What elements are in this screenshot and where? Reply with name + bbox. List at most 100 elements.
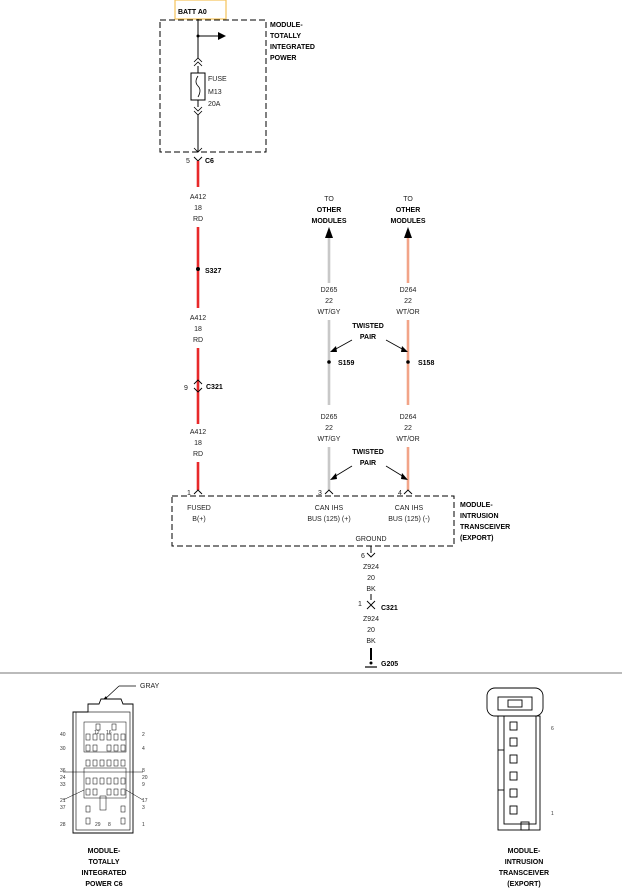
twisted-1-l1: TWISTED [352, 323, 384, 330]
canm-label-1: CAN IHS [395, 505, 424, 512]
to-other-1-l3: MODULES [312, 218, 347, 225]
pin6-connector-icon [366, 552, 376, 558]
transceiver-name-2: INTRUSION [460, 513, 499, 520]
arrow-up-gy-icon [325, 227, 333, 238]
transceiver-name-4: (EXPORT) [460, 535, 493, 542]
a412-2-gauge: 18 [194, 326, 202, 333]
c6-pin-r1: 2 [142, 732, 145, 738]
module-power-name-3: INTEGRATED [270, 44, 315, 51]
c6-connector-icon [193, 156, 203, 162]
splice-s158-label: S158 [418, 360, 434, 367]
splice-s159-label: S159 [338, 360, 354, 367]
z924-1-color: BK [366, 586, 376, 593]
d264-bot-color: WT/OR [396, 436, 419, 443]
c6-pin-r4: 20 [142, 775, 148, 781]
d264-bot-circuit: D264 [400, 414, 417, 421]
arrow-up-or-icon [404, 227, 412, 238]
transceiver-pin3: 3 [318, 490, 322, 497]
to-other-1-l1: TO [324, 196, 334, 203]
connector-transceiver-face [486, 687, 544, 831]
c6-pin-t2: 16 [106, 730, 112, 736]
c6-pin-l3: 36 [60, 768, 66, 774]
module-power-name-4: POWER [270, 55, 296, 62]
splice-s327-dot [196, 267, 200, 271]
branch-arrow-icon [218, 32, 226, 40]
z924-2-circuit: Z924 [363, 616, 379, 623]
c321-top-connector-icon [193, 379, 203, 393]
batt-highlight-box[interactable] [174, 0, 227, 20]
canm-label-2: BUS (125) (-) [388, 516, 430, 523]
connector-c6-caption-3: INTEGRATED [82, 870, 127, 877]
transceiver-name-1: MODULE- [460, 502, 493, 509]
d264-bot-gauge: 22 [404, 425, 412, 432]
canp-label-1: CAN IHS [315, 505, 344, 512]
c6-name: C6 [205, 158, 214, 165]
twisted-2-arrow-right-icon [401, 473, 408, 480]
c6-pin-t1: 12 [94, 730, 100, 736]
z924-2-gauge: 20 [367, 627, 375, 634]
twisted-2-leader-left [333, 465, 353, 478]
c321-bot-connector-icon [366, 600, 376, 610]
module-power-name-2: TOTALLY [270, 33, 301, 40]
fuse-element-icon [195, 75, 201, 98]
c6-pin-r6: 17 [142, 798, 148, 804]
a412-2-circuit: A412 [190, 315, 206, 322]
d265-top-color: WT/GY [318, 309, 341, 316]
connector-transceiver-caption-4: (EXPORT) [507, 881, 540, 888]
twisted-1-leader-right [385, 339, 405, 351]
c6-pin-l4: 24 [60, 775, 66, 781]
d265-bot-circuit: D265 [321, 414, 338, 421]
ground-dot [369, 661, 373, 665]
transceiver-box [171, 495, 455, 547]
to-other-2-l2: OTHER [396, 207, 421, 214]
c6-pin-r8: 1 [142, 822, 145, 828]
twisted-2-leader-right [385, 465, 405, 478]
fuse-rating: 20A [208, 101, 221, 108]
c6-pin-l2: 30 [60, 746, 66, 752]
c6-pin-l6: 21 [60, 798, 66, 804]
c6-pin-b2: 8 [108, 822, 111, 828]
canp-label-2: BUS (125) (+) [307, 516, 350, 523]
c6-pin-l5: 33 [60, 782, 66, 788]
c6-pin-r5: 9 [142, 782, 145, 788]
d265-top-circuit: D265 [321, 287, 338, 294]
to-other-2-l1: TO [403, 196, 413, 203]
connector-transceiver-caption-3: TRANSCEIVER [499, 870, 549, 877]
c321-top-pin: 9 [184, 385, 188, 392]
splice-s327-label: S327 [205, 268, 221, 275]
z924-2-color: BK [366, 638, 376, 645]
d265-top-gauge: 22 [325, 298, 333, 305]
transceiver-conn-pin-bottom: 1 [551, 811, 554, 817]
d264-top-gauge: 22 [404, 298, 412, 305]
twisted-1-arrow-left-icon [330, 346, 337, 352]
batt-label: BATT A0 [178, 9, 207, 16]
transceiver-pin1: 1 [187, 490, 191, 497]
twisted-2-l1: TWISTED [352, 449, 384, 456]
fuse-id: M13 [208, 89, 222, 96]
a412-3-gauge: 18 [194, 440, 202, 447]
c321-top-name: C321 [206, 384, 223, 391]
d265-bot-gauge: 22 [325, 425, 333, 432]
c6-pin-b1: 29 [95, 822, 101, 828]
g205-label: G205 [381, 661, 398, 668]
transceiver-conn-pin-top: 6 [551, 726, 554, 732]
c6-pin-r3: 8 [142, 768, 145, 774]
c6-pin-l1: 40 [60, 732, 66, 738]
fused-label-1: FUSED [187, 505, 211, 512]
connector-c6-caption-1: MODULE- [88, 848, 121, 855]
d264-top-color: WT/OR [396, 309, 419, 316]
c321-bot-pin: 1 [358, 601, 362, 608]
a412-3-circuit: A412 [190, 429, 206, 436]
a412-1-color: RD [193, 216, 203, 223]
fuse-chevron-top-icon [193, 57, 203, 67]
pin4-connector-icon [403, 489, 413, 495]
twisted-2-l2: PAIR [360, 460, 376, 467]
twisted-2-arrow-left-icon [330, 473, 337, 480]
d265-bot-color: WT/GY [318, 436, 341, 443]
c6-pin: 5 [186, 158, 190, 165]
c6-pin-r2: 4 [142, 746, 145, 752]
d264-top-circuit: D264 [400, 287, 417, 294]
connector-transceiver-caption-2: INTRUSION [505, 859, 544, 866]
fused-label-2: B(+) [192, 516, 205, 523]
